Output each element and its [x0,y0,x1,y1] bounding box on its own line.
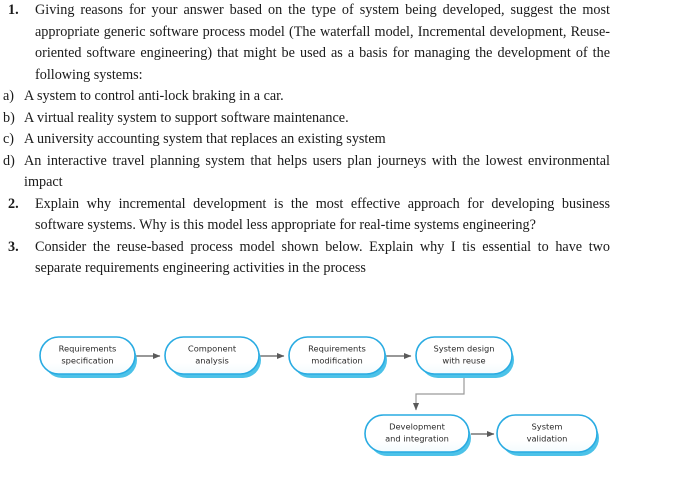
node-label-line2: analysis [195,356,229,366]
node-label-line1: Requirements [59,344,117,354]
node-label-line1: Development [389,422,446,432]
node-system-validation[interactable]: System validation [496,414,599,456]
node-label-line2: validation [527,434,568,444]
question-item: 1. Giving reasons for your answer based … [0,0,678,86]
sub-item-marker: b) [3,109,15,126]
question-marker: 2. [8,195,19,212]
node-component-analysis[interactable]: Component analysis [164,336,261,378]
question-text: Explain why incremental development is t… [35,195,610,234]
list-item: b) A virtual reality system to support s… [3,108,610,130]
question-marker: 1. [8,2,19,18]
node-label-line1: System [532,422,563,432]
sub-item-text: An interactive travel planning system th… [24,152,610,191]
question-sheet: 1. Giving reasons for your answer based … [0,0,678,280]
question-item: 3. Consider the reuse-based process mode… [0,237,678,280]
node-system-design-with-reuse[interactable]: System design with reuse [415,336,514,378]
diagram-connectors [136,352,495,438]
question-marker: 3. [8,238,19,255]
node-label-line2: and integration [385,434,449,444]
node-label-line1: System design [433,344,494,354]
question-item: 2. Explain why incremental development i… [0,194,678,237]
connector-design-to-development [412,376,465,411]
question-text: Consider the reuse-based process model s… [35,238,610,277]
sub-item-marker: a) [3,88,15,104]
node-requirements-modification[interactable]: Requirements modification [288,336,387,378]
sub-item-text: A system to control anti-lock braking in… [24,88,284,104]
question-text: Giving reasons for your answer based on … [35,2,610,83]
node-requirements-specification[interactable]: Requirements specification [39,336,137,378]
node-label-line2: with reuse [442,356,485,366]
node-development-and-integration[interactable]: Development and integration [364,414,471,456]
sub-item-text: A university accounting system that repl… [24,131,386,147]
sub-item-marker: d) [3,152,15,169]
sub-item-text: A virtual reality system to support soft… [24,109,349,126]
node-label-line2: modification [311,356,363,366]
question-sub-list: a) A system to control anti-lock braking… [0,86,678,194]
list-item: d) An interactive travel planning system… [3,151,610,194]
node-label-line1: Requirements [308,344,366,354]
node-label-line1: Component [188,344,237,354]
reuse-process-diagram: Requirements specification Component ana… [0,318,678,488]
list-item: a) A system to control anti-lock braking… [3,86,610,108]
sub-item-marker: c) [3,131,15,147]
node-label-line2: specification [61,356,113,366]
list-item: c) A university accounting system that r… [3,129,610,151]
